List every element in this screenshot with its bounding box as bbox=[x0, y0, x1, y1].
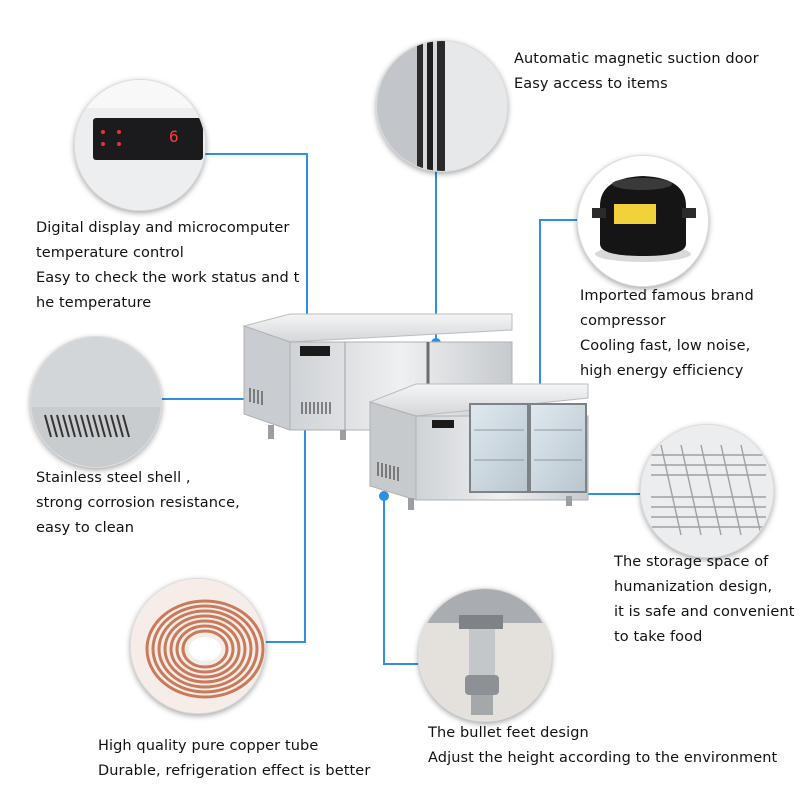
display-readout: 6 bbox=[169, 127, 179, 146]
connector-display bbox=[200, 153, 308, 352]
storage-line-1: The storage space of bbox=[614, 554, 769, 570]
storage-line-3: it is safe and convenient bbox=[614, 604, 795, 620]
feet-line-2: Adjust the height according to the envir… bbox=[428, 750, 778, 766]
display-line-4: he temperature bbox=[36, 295, 152, 311]
shell-line-2: strong corrosion resistance, bbox=[36, 495, 240, 511]
copper-line-1: High quality pure copper tube bbox=[98, 738, 319, 754]
connector-copper bbox=[265, 422, 306, 643]
display-line-1: Digital display and microcomputer bbox=[36, 220, 290, 236]
connector-compressor bbox=[539, 219, 578, 393]
display-detail-circle: 6 bbox=[74, 79, 206, 211]
copper-line-2: Durable, refrigeration effect is better bbox=[98, 763, 371, 779]
storage-line-4: to take food bbox=[614, 629, 703, 645]
copper-feature-text: High quality pure copper tube Durable, r… bbox=[98, 734, 370, 784]
display-feature-text: Digital display and microcomputer temper… bbox=[36, 216, 299, 316]
feet-line-1: The bullet feet design bbox=[428, 725, 589, 741]
feet-detail-circle bbox=[418, 588, 552, 722]
compressor-line-1: Imported famous brand bbox=[580, 288, 754, 304]
feet-feature-text: The bullet feet design Adjust the height… bbox=[428, 721, 777, 771]
copper-detail-circle bbox=[130, 578, 266, 714]
door-line-1: Automatic magnetic suction door bbox=[514, 51, 759, 67]
compressor-line-4: high energy efficiency bbox=[580, 363, 744, 379]
compressor-feature-text: Imported famous brand compressor Cooling… bbox=[580, 284, 754, 384]
dot-feet bbox=[379, 491, 389, 501]
shell-detail-circle bbox=[30, 336, 162, 468]
storage-line-2: humanization design, bbox=[614, 579, 773, 595]
compressor-line-2: compressor bbox=[580, 313, 666, 329]
compressor-detail-circle bbox=[577, 155, 709, 287]
storage-feature-text: The storage space of humanization design… bbox=[614, 550, 795, 650]
door-feature-text: Automatic magnetic suction door Easy acc… bbox=[514, 47, 759, 97]
shell-line-3: easy to clean bbox=[36, 520, 135, 536]
glass-door-counter bbox=[368, 383, 589, 510]
counter-display-panel bbox=[300, 346, 330, 356]
shell-feature-text: Stainless steel shell , strong corrosion… bbox=[36, 466, 240, 541]
storage-detail-circle bbox=[640, 424, 774, 558]
display-line-2: temperature control bbox=[36, 245, 184, 261]
door-detail-circle bbox=[376, 40, 508, 172]
compressor-line-3: Cooling fast, low noise, bbox=[580, 338, 751, 354]
door-line-2: Easy access to items bbox=[514, 76, 668, 92]
shell-line-1: Stainless steel shell , bbox=[36, 470, 191, 486]
connector-feet bbox=[383, 496, 418, 665]
display-line-3: Easy to check the work status and t bbox=[36, 270, 300, 286]
